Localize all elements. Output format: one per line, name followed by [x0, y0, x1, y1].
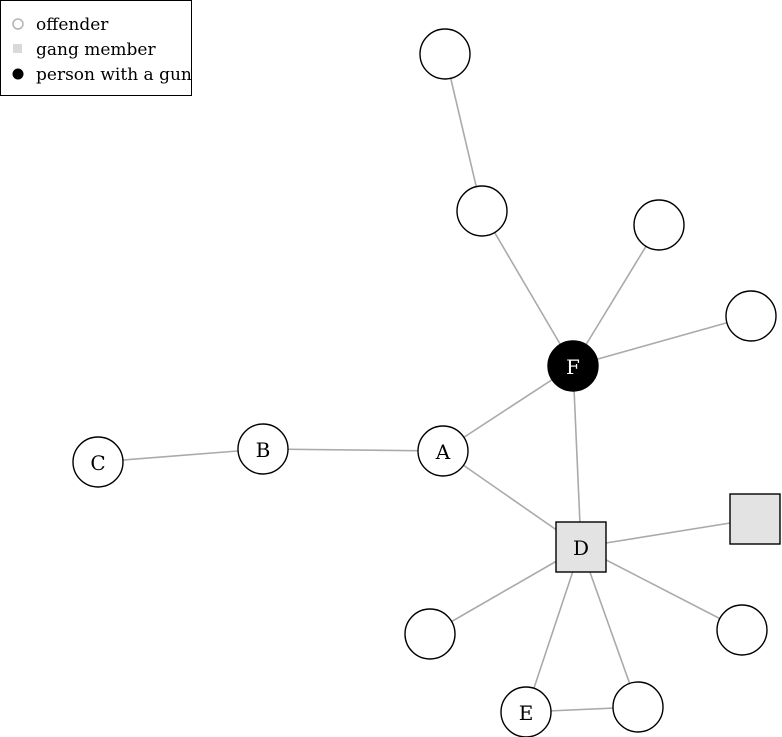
edge-D-E	[525, 546, 582, 713]
legend-box	[0, 0, 192, 96]
node-label: E	[519, 701, 534, 725]
node-shape	[633, 199, 685, 251]
node-n1	[419, 28, 471, 80]
edge-F-D	[572, 365, 582, 548]
node-label: B	[256, 438, 271, 462]
node-shape	[72, 436, 124, 488]
node-shape	[612, 681, 664, 733]
node-label: D	[573, 536, 589, 560]
node-n8	[612, 681, 664, 733]
legend-gun-icon	[12, 68, 24, 80]
legend-gang-icon	[13, 44, 22, 53]
node-label: A	[435, 440, 451, 464]
edge-n3-F	[572, 224, 660, 367]
edge-D-n7	[580, 546, 743, 631]
node-C: C	[72, 436, 124, 488]
edge-n1-n2	[444, 53, 483, 212]
node-shape	[237, 423, 289, 475]
edge-D-n5	[580, 518, 756, 548]
node-F: F	[547, 340, 599, 392]
edge-n2-F	[481, 210, 574, 367]
node-B: B	[237, 423, 289, 475]
node-shape	[547, 340, 599, 392]
node-shape	[419, 28, 471, 80]
legend-gang-label: gang member	[36, 40, 156, 60]
node-D: D	[555, 521, 607, 573]
node-shape	[456, 185, 508, 237]
legend: offender gang member person with a gun	[0, 0, 192, 96]
legend-offender-icon	[12, 18, 24, 30]
node-n3	[633, 199, 685, 251]
node-shape	[729, 493, 781, 545]
legend-gun-label: person with a gun	[36, 65, 192, 85]
node-n4	[725, 290, 777, 342]
node-E: E	[500, 686, 552, 737]
edge-D-n8	[580, 546, 639, 708]
node-n5	[729, 493, 781, 545]
node-shape	[404, 608, 456, 660]
legend-offender-label: offender	[36, 15, 109, 35]
node-n6	[404, 608, 456, 660]
node-shape	[500, 686, 552, 737]
edge-F-A	[442, 365, 574, 452]
node-label: C	[90, 451, 105, 475]
node-layer: F A B C D E	[72, 28, 781, 737]
edge-A-B	[262, 448, 444, 452]
node-n2	[456, 185, 508, 237]
edge-n4-F	[572, 315, 752, 367]
node-shape	[555, 521, 607, 573]
node-n7	[716, 604, 768, 656]
node-A: A	[417, 425, 469, 477]
node-shape	[417, 425, 469, 477]
node-shape	[725, 290, 777, 342]
node-shape	[716, 604, 768, 656]
node-label: F	[566, 355, 580, 379]
edge-B-C	[97, 448, 264, 463]
